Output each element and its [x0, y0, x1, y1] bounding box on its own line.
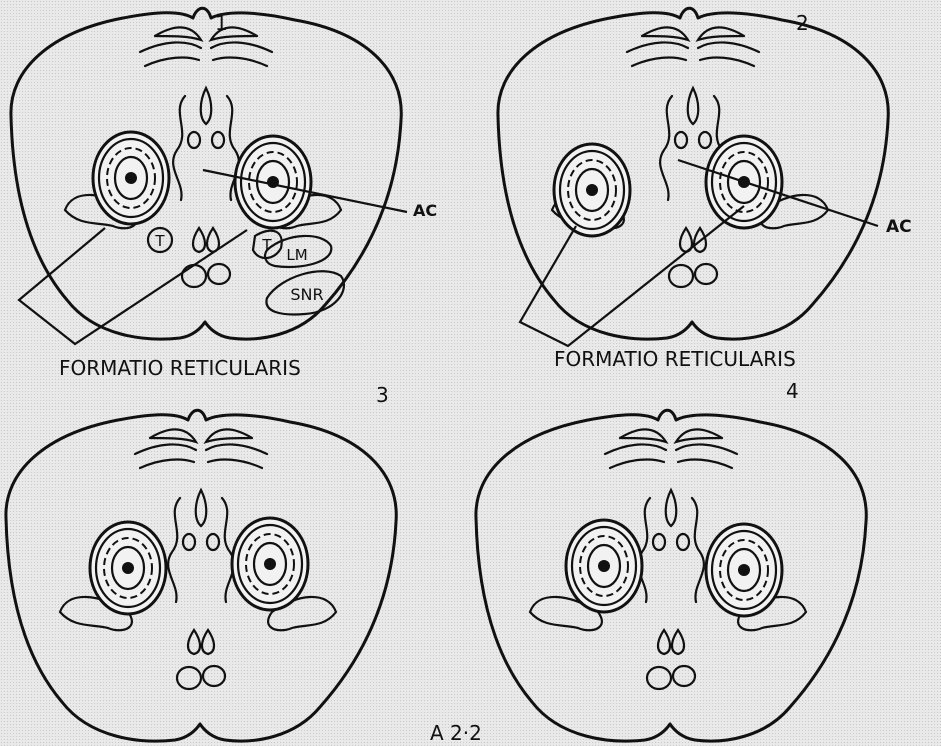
reticular-pointer-1	[19, 228, 247, 344]
left-nucleus-3	[90, 522, 166, 614]
panel-number-4: 4	[786, 379, 799, 403]
right-nucleus-1	[235, 136, 311, 228]
reticular-pointer-2	[520, 206, 744, 346]
panel-1: T T LM SNR AC 1 FORMATIO RETICULARIS	[11, 8, 437, 380]
right-nucleus-4	[706, 524, 782, 616]
brainstem-outline-3	[6, 410, 396, 741]
panel-2: AC 2 FORMATIO RETICULARIS	[498, 8, 912, 371]
panel-4	[476, 410, 866, 741]
reticular-label-2: FORMATIO RETICULARIS	[554, 347, 796, 371]
panel-3	[6, 410, 396, 741]
snr-label: SNR	[290, 285, 323, 304]
figure-label: A 2·2	[430, 721, 482, 745]
lm-label: LM	[286, 246, 307, 264]
panel-number-2: 2	[796, 11, 809, 35]
ac-label-2: AC	[886, 217, 912, 237]
ac-label-1: AC	[413, 201, 437, 220]
brainstem-outline-4	[476, 410, 866, 741]
left-nucleus-1	[93, 132, 169, 224]
panel-number-1: 1	[215, 11, 228, 35]
left-nucleus-4	[566, 520, 642, 612]
right-nucleus-3	[232, 518, 308, 610]
t-label-left: T	[154, 232, 165, 250]
panel-number-3: 3	[376, 383, 389, 407]
left-nucleus-2	[554, 144, 630, 236]
reticular-label-1: FORMATIO RETICULARIS	[59, 356, 301, 380]
